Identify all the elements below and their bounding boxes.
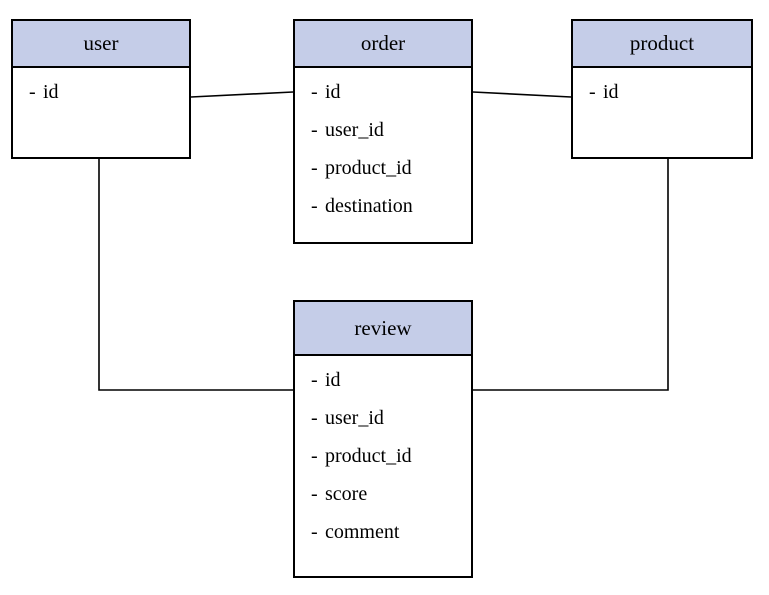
field-label: comment: [325, 521, 400, 543]
entity-product-fields: -id: [573, 68, 751, 102]
edge-user-order[interactable]: [190, 91, 294, 98]
edge-order-product[interactable]: [472, 91, 572, 98]
entity-order-fields: -id -user_id -product_id -destination: [295, 68, 471, 216]
field-bullet-icon: -: [589, 81, 596, 103]
field-row: -destination: [311, 196, 471, 216]
field-bullet-icon: -: [311, 521, 318, 543]
field-row: -user_id: [311, 408, 471, 428]
entity-order[interactable]: order -id -user_id -product_id -destinat…: [293, 19, 473, 244]
field-row: -id: [311, 370, 471, 390]
edge-product-review[interactable]: [473, 159, 669, 391]
field-row: -product_id: [311, 158, 471, 178]
entity-review-title: review: [295, 302, 471, 356]
field-label: product_id: [325, 445, 412, 467]
field-label: score: [325, 483, 368, 505]
field-row: -comment: [311, 522, 471, 542]
field-bullet-icon: -: [311, 445, 318, 467]
field-bullet-icon: -: [311, 369, 318, 391]
field-label: id: [603, 81, 619, 103]
field-row: -product_id: [311, 446, 471, 466]
entity-user-fields: -id: [13, 68, 189, 102]
field-bullet-icon: -: [311, 407, 318, 429]
entity-review-fields: -id -user_id -product_id -score -comment: [295, 356, 471, 542]
entity-product-title: product: [573, 21, 751, 68]
field-row: -user_id: [311, 120, 471, 140]
field-label: destination: [325, 195, 413, 217]
entity-user[interactable]: user -id: [11, 19, 191, 159]
field-bullet-icon: -: [311, 119, 318, 141]
edge-user-review[interactable]: [98, 159, 293, 391]
field-bullet-icon: -: [29, 81, 36, 103]
field-label: product_id: [325, 157, 412, 179]
entity-review[interactable]: review -id -user_id -product_id -score -…: [293, 300, 473, 578]
field-label: user_id: [325, 407, 384, 429]
field-bullet-icon: -: [311, 81, 318, 103]
field-row: -score: [311, 484, 471, 504]
field-bullet-icon: -: [311, 195, 318, 217]
field-label: id: [43, 81, 59, 103]
field-row: -id: [589, 82, 751, 102]
field-bullet-icon: -: [311, 483, 318, 505]
field-row: -id: [29, 82, 189, 102]
field-bullet-icon: -: [311, 157, 318, 179]
field-row: -id: [311, 82, 471, 102]
entity-user-title: user: [13, 21, 189, 68]
entity-order-title: order: [295, 21, 471, 68]
field-label: user_id: [325, 119, 384, 141]
field-label: id: [325, 369, 341, 391]
entity-product[interactable]: product -id: [571, 19, 753, 159]
field-label: id: [325, 81, 341, 103]
